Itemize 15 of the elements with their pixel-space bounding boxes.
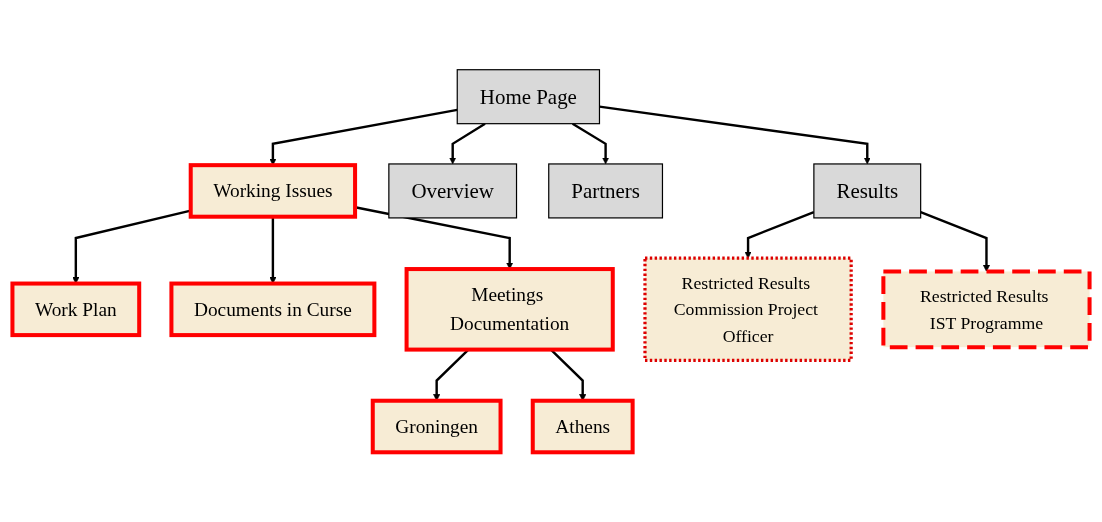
node-box: Home Page — [456, 69, 601, 125]
node-box: Overview — [388, 163, 518, 219]
node-box: Results — [813, 163, 922, 219]
node-box: Documents in Curse — [169, 281, 377, 338]
arrow — [599, 105, 871, 165]
arrow — [449, 122, 486, 165]
node-box: Meetings Documentation — [404, 267, 615, 352]
node-box: Partners — [548, 163, 664, 219]
node-box: Work Plan — [10, 281, 142, 338]
node-box: Restricted Results IST Programme — [881, 269, 1092, 350]
node-box: Working Issues — [188, 163, 358, 219]
node-box: Groningen — [370, 398, 503, 455]
arrow — [571, 122, 610, 165]
node-box: Athens — [530, 398, 635, 455]
node-box: Restricted Results Commission Project Officer — [643, 256, 853, 363]
